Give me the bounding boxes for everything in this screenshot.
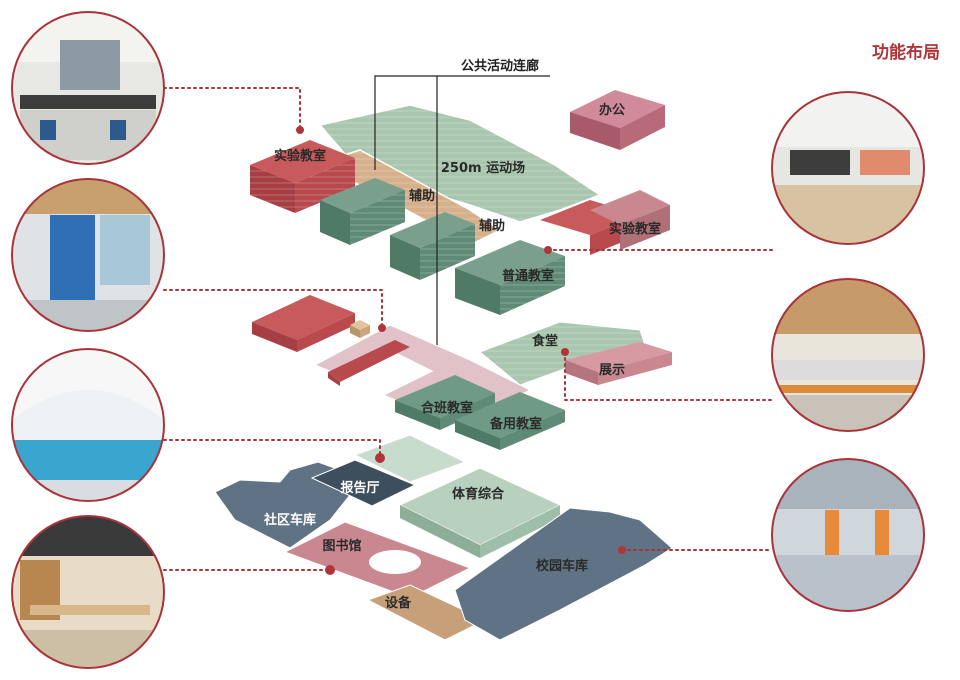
mid-level: 食堂 展示 合班教室 备用教室 <box>252 295 672 450</box>
campus-garage-label: 校园车库 <box>536 558 588 574</box>
lab-left-block <box>250 140 355 213</box>
office-block <box>570 90 665 150</box>
garage-photo-icon <box>771 458 925 612</box>
general-classroom-block <box>455 240 565 315</box>
field-label: 250m 运动场 <box>441 161 525 176</box>
photos-right <box>771 91 925 612</box>
aux1-label: 辅助 <box>409 188 435 204</box>
equipment-label: 设备 <box>385 595 412 611</box>
page-title: 功能布局 <box>872 42 940 63</box>
library-photo-icon <box>11 515 165 669</box>
aux1-block <box>320 178 405 245</box>
sports-label: 体育综合 <box>452 486 505 502</box>
exhibit-label: 展示 <box>599 363 625 378</box>
lecture-hall-label: 报告厅 <box>340 480 379 496</box>
canteen-photo-icon <box>771 278 925 432</box>
aux2-block <box>390 212 475 280</box>
office-label: 办公 <box>599 102 625 118</box>
photos-left <box>11 11 165 669</box>
ground-level: 社区车库 报告厅 体育综合 图书馆 设备 校园车库 <box>214 434 673 641</box>
corridor-callout: 公共活动连廊 <box>374 58 550 360</box>
pool-photo-icon <box>11 348 165 502</box>
connectors <box>163 87 773 575</box>
community-garage-label: 社区车库 <box>263 512 316 528</box>
classroom-photo-icon <box>771 91 925 245</box>
lab-left-label: 实验教室 <box>274 148 326 164</box>
combined-classroom-label: 合班教室 <box>421 400 473 416</box>
library-label: 图书馆 <box>322 538 361 554</box>
canteen-label: 食堂 <box>532 333 558 349</box>
lab-photo-icon <box>11 11 165 165</box>
lab-right-block <box>540 190 670 255</box>
campus-garage-block <box>454 507 673 641</box>
lecture-hall-block <box>310 459 417 507</box>
aux2-label: 辅助 <box>479 218 505 234</box>
spare-classroom-label: 备用教室 <box>489 416 542 432</box>
corridor-label: 公共活动连廊 <box>461 58 539 74</box>
lab-right-label: 实验教室 <box>609 221 661 237</box>
general-classroom-label: 普通教室 <box>502 268 554 284</box>
top-level: 实验教室 辅助 辅助 普通教室 <box>250 90 670 315</box>
corridor-photo-icon <box>11 178 165 332</box>
